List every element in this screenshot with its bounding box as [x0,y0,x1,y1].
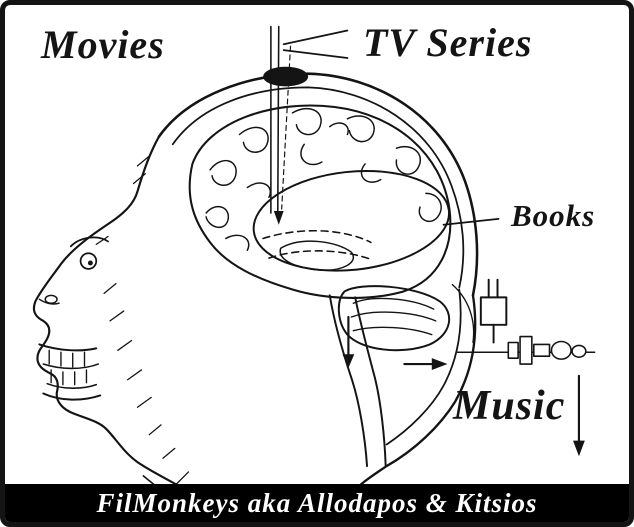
credits-text: FilMonkeys aka Allodapos & Kitsios [96,487,538,518]
electrode-tip-arrow [273,211,284,225]
books-pointer-line [442,217,500,226]
monkey-face [32,135,198,519]
brainstem [328,294,387,468]
label-movies: Movies [41,22,165,67]
skull-plug-bump [263,66,309,87]
cerebellum [337,285,451,352]
credits-banner: FilMonkeys aka Allodapos & Kitsios [5,484,629,522]
down-arrow-right [573,440,585,457]
right-arrow [431,358,448,370]
electrode-probe [263,25,349,225]
music-jack [456,278,596,365]
music-arrows [403,358,585,457]
monkey-head-illustration [32,25,596,519]
label-tv-series: TV Series [363,20,533,65]
label-music: Music [453,383,566,429]
down-arrow-brainstem [342,354,355,368]
skull-outline [157,72,479,344]
label-books: Books [511,198,596,233]
brain-gyri [205,107,442,251]
brain [188,104,452,299]
books-region-ellipse [252,169,451,272]
back-of-head [354,288,477,491]
